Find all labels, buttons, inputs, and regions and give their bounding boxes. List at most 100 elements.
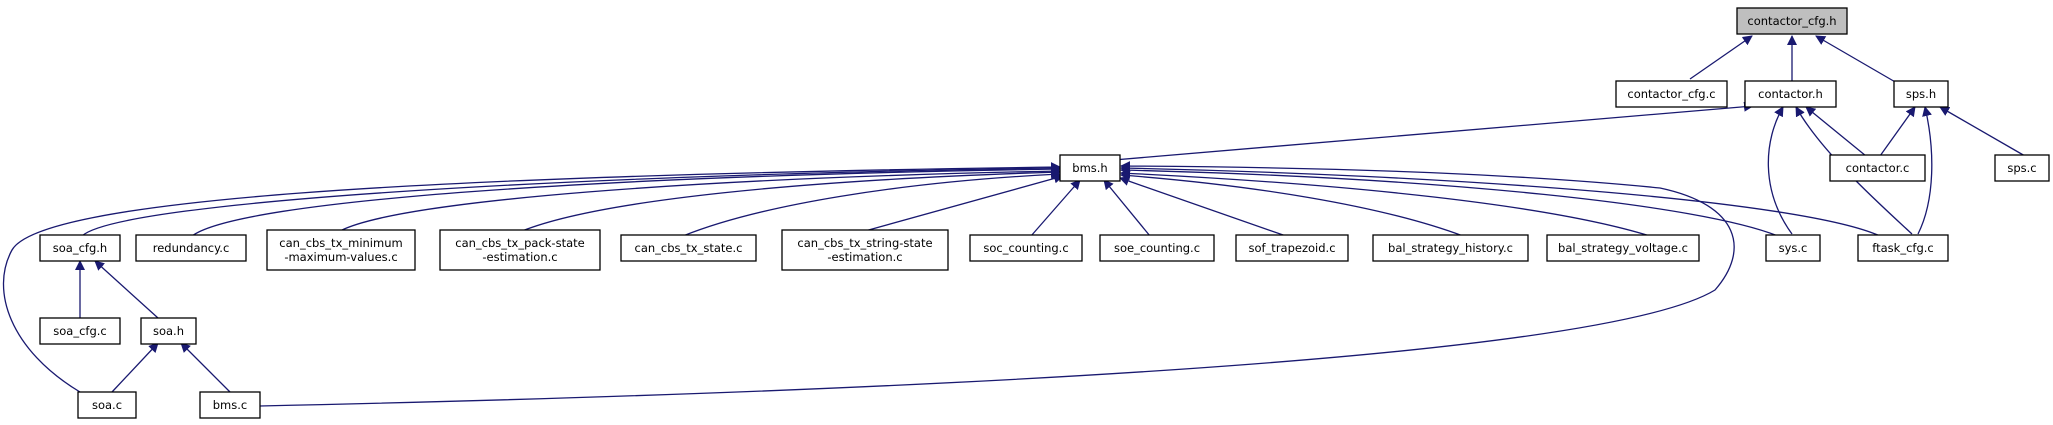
- edge-ftask-cfg-c-to-sps-h: [1917, 106, 1933, 235]
- edge-soa-cfg-h-to-bms-h: [81, 163, 1061, 237]
- node-label: -estimation.c: [482, 250, 557, 264]
- edge-can-pack-state-to-bms-h: [521, 167, 1061, 232]
- node-label: contactor_cfg.h: [1747, 14, 1836, 28]
- node-contactor-cfg-h[interactable]: contactor_cfg.h: [1736, 7, 1848, 35]
- edge-soc-counting-to-bms-h: [1030, 179, 1081, 237]
- edge-sps-h-to-contactor-cfg-h: [1815, 35, 1898, 84]
- node-label: -maximum-values.c: [284, 250, 397, 264]
- node-box: [1099, 234, 1215, 262]
- node-contactor-c[interactable]: contactor.c: [1829, 154, 1926, 182]
- node-label: soa.h: [153, 324, 184, 338]
- edge-bal-history-to-bms-h: [1120, 170, 1464, 237]
- node-label: soa_cfg.c: [53, 324, 106, 338]
- node-box: [1857, 234, 1949, 262]
- node-box: [969, 234, 1083, 262]
- node-can-cbs-tx-minimum-maximum-values-c[interactable]: can_cbs_tx_minimum-maximum-values.c: [266, 229, 416, 271]
- node-soc-counting-c[interactable]: soc_counting.c: [969, 234, 1083, 262]
- node-contactor-h[interactable]: contactor.h: [1744, 80, 1837, 108]
- edge-ftask-cfg-c-to-bms-h: [1120, 163, 1881, 237]
- node-soa-cfg-c[interactable]: soa_cfg.c: [39, 317, 121, 345]
- node-bms-c[interactable]: bms.c: [199, 391, 261, 419]
- node-box: [1372, 234, 1529, 262]
- node-label: soe_counting.c: [1114, 241, 1200, 255]
- node-sof-trapezoid-c[interactable]: sof_trapezoid.c: [1235, 234, 1349, 262]
- node-box: [135, 234, 247, 262]
- node-soe-counting-c[interactable]: soe_counting.c: [1099, 234, 1215, 262]
- node-bal-strategy-voltage-c[interactable]: bal_strategy_voltage.c: [1546, 234, 1700, 262]
- node-box: [140, 317, 197, 345]
- node-box: [39, 317, 121, 345]
- node-box: [1235, 234, 1349, 262]
- node-label: soa_cfg.h: [53, 241, 107, 255]
- node-box: [1829, 154, 1926, 182]
- edge-sps-c-to-sps-h: [1939, 106, 2026, 157]
- node-box: [266, 229, 416, 271]
- edge-bms-c-to-soa-h: [180, 342, 231, 393]
- node-box: [1994, 154, 2050, 182]
- node-box: [1546, 234, 1700, 262]
- node-label: can_cbs_tx_string-state: [797, 236, 932, 250]
- node-box: [439, 229, 601, 271]
- node-label: can_cbs_tx_minimum: [279, 236, 402, 250]
- node-label: bal_strategy_history.c: [1388, 241, 1513, 255]
- edge-can-state-to-bms-h: [682, 169, 1061, 237]
- node-label: soa.c: [92, 398, 122, 412]
- edge-soa-h-to-soa-cfg-h: [94, 260, 159, 319]
- edge-redundancy-c-to-bms-h: [191, 164, 1061, 237]
- node-box: [1059, 154, 1121, 182]
- node-box: [620, 234, 757, 262]
- node-box: [1615, 80, 1728, 108]
- node-box: [77, 391, 137, 419]
- node-label: can_cbs_tx_state.c: [635, 241, 743, 255]
- node-bal-strategy-history-c[interactable]: bal_strategy_history.c: [1372, 234, 1529, 262]
- edge-sys-c-to-bms-h: [1120, 165, 1779, 237]
- edge-soa-c-to-soa-h: [111, 342, 159, 393]
- edge-soe-counting-to-bms-h: [1103, 179, 1151, 237]
- edge-bms-h-to-contactor-h: [1089, 101, 1754, 163]
- node-label: soc_counting.c: [983, 241, 1068, 255]
- node-label: bal_strategy_voltage.c: [1558, 241, 1688, 255]
- edges: [2, 35, 2026, 407]
- node-label: sps.h: [1906, 87, 1936, 101]
- node-bms-h[interactable]: bms.h: [1059, 154, 1121, 182]
- edge-sys-c-to-contactor-h: [1767, 106, 1793, 235]
- edge-can-string-state-to-bms-h: [864, 173, 1064, 232]
- node-soa-h[interactable]: soa.h: [140, 317, 197, 345]
- edge-bal-voltage-to-bms-h: [1120, 168, 1651, 237]
- node-label: sps.c: [2007, 161, 2036, 175]
- node-sps-h[interactable]: sps.h: [1893, 80, 1949, 108]
- node-box: [199, 391, 261, 419]
- node-box: [1744, 80, 1837, 108]
- node-label: bms.c: [213, 398, 247, 412]
- node-box: [1736, 7, 1848, 35]
- node-can-cbs-tx-string-state-estimation-c[interactable]: can_cbs_tx_string-state-estimation.c: [781, 229, 949, 271]
- node-redundancy-c[interactable]: redundancy.c: [135, 234, 247, 262]
- node-can-cbs-tx-state-c[interactable]: can_cbs_tx_state.c: [620, 234, 757, 262]
- edge-contactor-cfg-c-to-contactor-cfg-h: [1689, 35, 1753, 80]
- node-label: bms.h: [1072, 161, 1107, 175]
- node-label: sof_trapezoid.c: [1248, 241, 1335, 255]
- node-label: contactor.h: [1758, 87, 1823, 101]
- node-box: [781, 229, 949, 271]
- node-box: [1893, 80, 1949, 108]
- edge-soa-c-to-bms-h: [2, 162, 1061, 393]
- node-ftask-cfg-c[interactable]: ftask_cfg.c: [1857, 234, 1949, 262]
- node-label: contactor.c: [1846, 161, 1910, 175]
- edge-can-min-max-to-bms-h: [339, 166, 1061, 232]
- node-label: contactor_cfg.c: [1627, 87, 1715, 101]
- node-box: [1765, 234, 1821, 262]
- node-label: can_cbs_tx_pack-state: [455, 236, 584, 250]
- node-soa-c[interactable]: soa.c: [77, 391, 137, 419]
- edge-sof-trapezoid-to-bms-h: [1119, 176, 1287, 237]
- node-box: [39, 234, 121, 262]
- node-sps-c[interactable]: sps.c: [1994, 154, 2050, 182]
- node-label: -estimation.c: [827, 250, 902, 264]
- node-label: redundancy.c: [153, 241, 230, 255]
- node-label: ftask_cfg.c: [1872, 241, 1933, 255]
- edge-contactor-c-to-contactor-h: [1805, 106, 1867, 157]
- node-soa-cfg-h[interactable]: soa_cfg.h: [39, 234, 121, 262]
- node-sys-c[interactable]: sys.c: [1765, 234, 1821, 262]
- node-can-cbs-tx-pack-state-estimation-c[interactable]: can_cbs_tx_pack-state-estimation.c: [439, 229, 601, 271]
- node-contactor-cfg-c[interactable]: contactor_cfg.c: [1615, 80, 1728, 108]
